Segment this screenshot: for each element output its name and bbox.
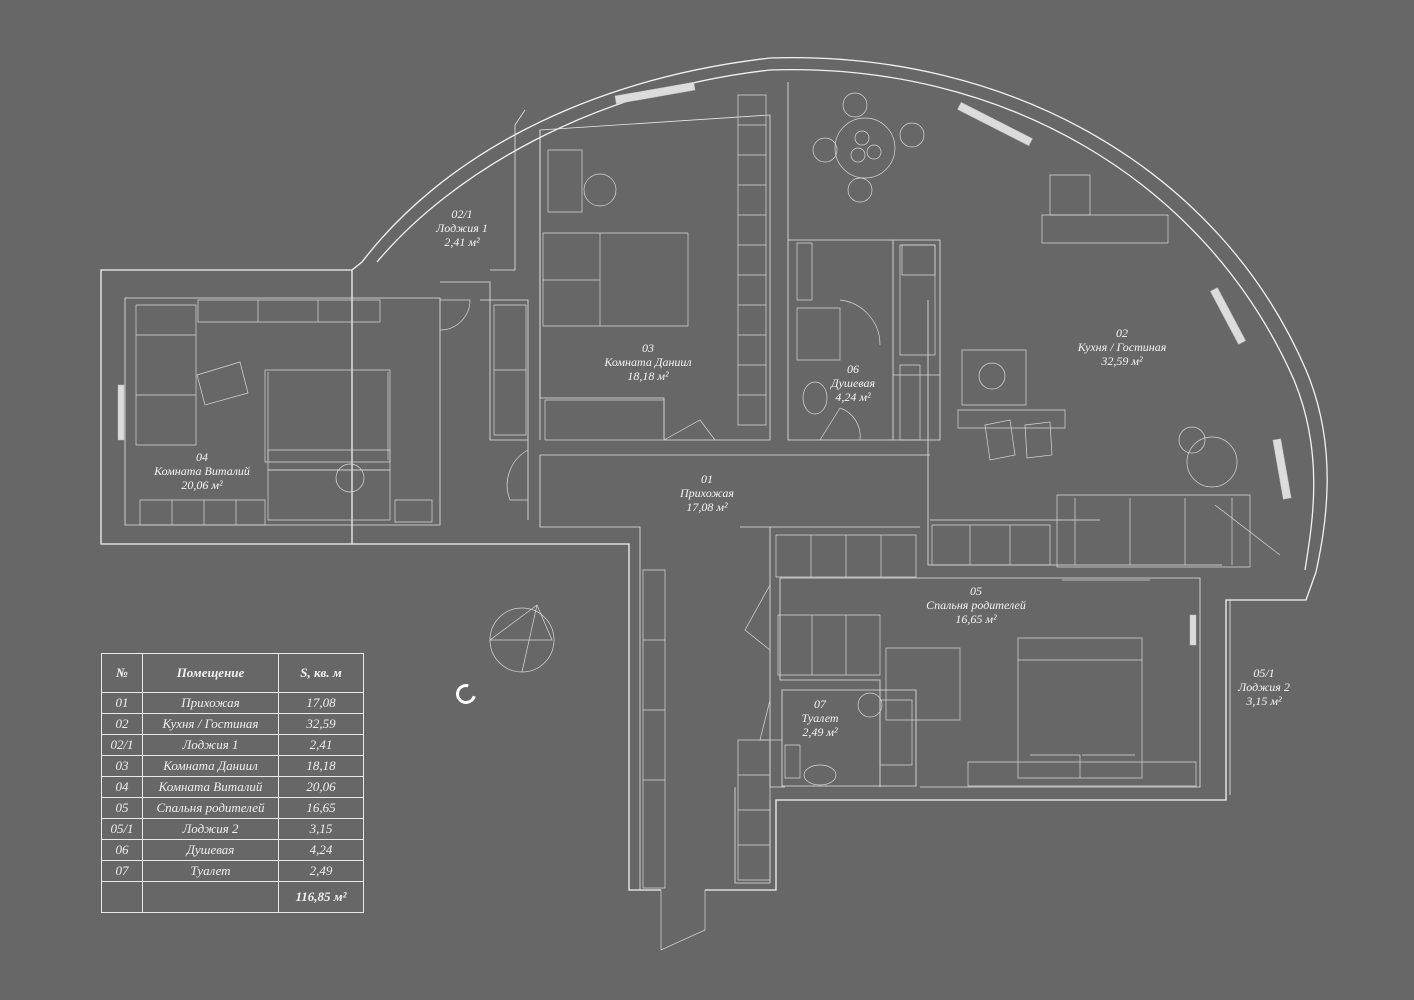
legend-cell: 02/1 xyxy=(101,734,143,756)
table-row: 01 Прихожая 17,08 xyxy=(101,692,364,714)
room-label-daniil: 03 Комната Даниил 18,18 м² xyxy=(604,341,691,383)
room-area: 32,59 м² xyxy=(1101,354,1143,368)
legend-cell: 16,65 xyxy=(278,797,364,819)
room-label-kitchen-living: 02 Кухня / Гостиная 32,59 м² xyxy=(1078,326,1167,368)
outer-walls xyxy=(100,56,1328,891)
legend-cell: 17,08 xyxy=(278,692,364,714)
room-name: Туалет xyxy=(801,711,839,725)
room-name: Комната Даниил xyxy=(604,355,692,369)
doors xyxy=(439,299,940,951)
room-name: Прихожая xyxy=(680,486,734,500)
legend-cell: 20,06 xyxy=(278,776,364,798)
room-number: 05/1 xyxy=(1253,666,1275,680)
room-label-vitaliy: 04 Комната Виталий 20,06 м² xyxy=(154,450,250,492)
legend-header-number: № xyxy=(101,653,143,693)
legend-cell: Душевая xyxy=(142,839,279,861)
legend-cell: 04 xyxy=(101,776,143,798)
legend-cell: 3,15 xyxy=(278,818,364,840)
room-area: 2,41 м² xyxy=(444,235,480,249)
room-number: 05 xyxy=(969,584,982,598)
table-row: 05/1 Лоджия 2 3,15 xyxy=(101,818,364,840)
legend-cell: 18,18 xyxy=(278,755,364,777)
legend-cell: Спальня родителей xyxy=(142,797,279,819)
room-area: 18,18 м² xyxy=(627,369,669,383)
room-area: 17,08 м² xyxy=(686,500,728,514)
legend-total-value: 116,85 м² xyxy=(278,881,364,913)
table-row: 04 Комната Виталий 20,06 xyxy=(101,776,364,798)
legend-cell: 4,24 xyxy=(278,839,364,861)
room-label-loggia-1: 02/1 Лоджия 1 2,41 м² xyxy=(436,207,488,249)
area-legend-table: № Помещение S, кв. м 01 Прихожая 17,08 0… xyxy=(101,653,364,913)
table-row: 02/1 Лоджия 1 2,41 xyxy=(101,734,364,756)
room-label-shower: 06 Душевая 4,24 м² xyxy=(831,362,875,404)
room-name: Комната Виталий xyxy=(154,464,250,478)
room-name: Кухня / Гостиная xyxy=(1077,340,1167,354)
legend-header-room: Помещение xyxy=(142,653,279,693)
legend-cell xyxy=(142,881,279,913)
legend-cell: 03 xyxy=(101,755,143,777)
table-row: 02 Кухня / Гостиная 32,59 xyxy=(101,713,364,735)
room-name: Спальня родителей xyxy=(926,598,1026,612)
legend-cell: Лоджия 1 xyxy=(142,734,279,756)
room-number: 04 xyxy=(195,450,208,464)
legend-cell: 2,41 xyxy=(278,734,364,756)
legend-cell: 32,59 xyxy=(278,713,364,735)
legend-cell: Лоджия 2 xyxy=(142,818,279,840)
legend-cell: 2,49 xyxy=(278,860,364,882)
legend-cell: 05 xyxy=(101,797,143,819)
legend-cell: 05/1 xyxy=(101,818,143,840)
room-area: 3,15 м² xyxy=(1246,694,1282,708)
built-in-furniture xyxy=(135,94,1051,889)
room-label-parents-bedroom: 05 Спальня родителей 16,65 м² xyxy=(926,584,1026,626)
room-name: Лоджия 1 xyxy=(436,221,488,235)
room-label-loggia-2: 05/1 Лоджия 2 3,15 м² xyxy=(1238,666,1290,708)
legend-cell: Комната Даниил xyxy=(142,755,279,777)
room-number: 06 xyxy=(847,362,859,376)
legend-cell: Прихожая xyxy=(142,692,279,714)
room-number: 02 xyxy=(1115,326,1128,340)
room-number: 02/1 xyxy=(451,207,473,221)
room-area: 4,24 м² xyxy=(835,390,871,404)
room-number: 01 xyxy=(700,472,713,486)
room-name: Лоджия 2 xyxy=(1238,680,1290,694)
room-label-hall: 01 Прихожая 17,08 м² xyxy=(680,472,734,514)
legend-header-row: № Помещение S, кв. м xyxy=(101,653,364,693)
legend-header-area: S, кв. м xyxy=(278,653,364,693)
table-row: 06 Душевая 4,24 xyxy=(101,839,364,861)
legend-cell: Кухня / Гостиная xyxy=(142,713,279,735)
windows xyxy=(117,81,1292,646)
room-number: 07 xyxy=(813,697,826,711)
room-area: 16,65 м² xyxy=(955,612,997,626)
legend-cell: Комната Виталий xyxy=(142,776,279,798)
table-row: 05 Спальня родителей 16,65 xyxy=(101,797,364,819)
legend-cell: 07 xyxy=(101,860,143,882)
room-name: Душевая xyxy=(830,376,876,390)
room-area: 2,49 м² xyxy=(802,725,838,739)
legend-cell: 06 xyxy=(101,839,143,861)
room-label-toilet: 07 Туалет 2,49 м² xyxy=(801,697,838,739)
furniture xyxy=(196,92,1281,787)
legend-cell: Туалет xyxy=(142,860,279,882)
table-row: 07 Туалет 2,49 xyxy=(101,860,364,882)
legend-cell xyxy=(101,881,143,913)
table-row: 03 Комната Даниил 18,18 xyxy=(101,755,364,777)
compass-icon xyxy=(488,604,555,673)
room-area: 20,06 м² xyxy=(181,478,223,492)
legend-cell: 01 xyxy=(101,692,143,714)
room-number: 03 xyxy=(642,341,654,355)
legend-cell: 02 xyxy=(101,713,143,735)
legend-total-row: 116,85 м² xyxy=(101,881,364,913)
